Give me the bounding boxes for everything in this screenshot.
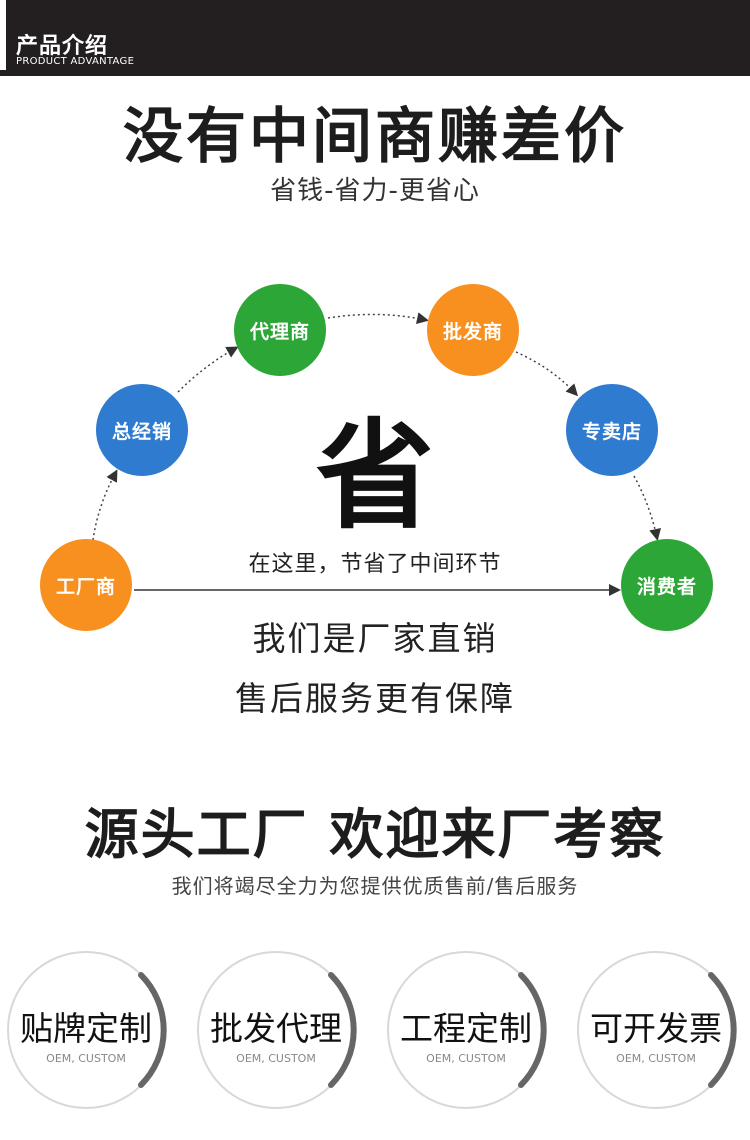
node-factory: 工厂商 bbox=[40, 539, 132, 631]
connector-agent-wholesaler bbox=[327, 312, 429, 325]
service-card: 工程定制 OEM, CUSTOM bbox=[384, 948, 548, 1112]
factory-subheadline: 我们将竭尽全力为您提供优质售前/售后服务 bbox=[171, 874, 579, 898]
service-ring-icon bbox=[7, 951, 167, 1109]
header-subtitle: PRODUCT ADVANTAGE bbox=[16, 56, 135, 67]
service-ring-icon bbox=[197, 951, 357, 1109]
benefit-line-1: 我们是厂家直销 bbox=[252, 619, 498, 658]
header-title: 产品介绍 bbox=[16, 34, 109, 59]
factory-headline: 源头工厂 欢迎来厂考察 bbox=[84, 803, 666, 866]
connector-factory-distributor bbox=[92, 469, 118, 541]
service-ring-icon bbox=[387, 951, 547, 1109]
service-card: 贴牌定制 OEM, CUSTOM bbox=[4, 948, 168, 1112]
service-sub: OEM, CUSTOM bbox=[426, 1052, 506, 1065]
service-ring-icon bbox=[577, 951, 737, 1109]
node-wholesaler: 批发商 bbox=[427, 284, 519, 376]
header-bar: 产品介绍 PRODUCT ADVANTAGE bbox=[0, 0, 750, 76]
intro-subheadline: 省钱-省力-更省心 bbox=[270, 176, 480, 206]
node-agent: 代理商 bbox=[234, 284, 326, 376]
service-card: 批发代理 OEM, CUSTOM bbox=[194, 948, 358, 1112]
service-sub: OEM, CUSTOM bbox=[46, 1052, 126, 1065]
service-label: 可开发票 bbox=[590, 1009, 722, 1048]
flow-caption: 在这里，节省了中间环节 bbox=[248, 552, 502, 577]
connector-distributor-agent bbox=[177, 346, 239, 393]
benefit-line-2: 售后服务更有保障 bbox=[235, 679, 515, 718]
service-label: 工程定制 bbox=[400, 1009, 532, 1048]
header-accent-line bbox=[0, 0, 6, 70]
service-sub: OEM, CUSTOM bbox=[616, 1052, 696, 1065]
service-sub: OEM, CUSTOM bbox=[236, 1052, 316, 1065]
node-general-distributor: 总经销 bbox=[96, 384, 188, 476]
service-label: 贴牌定制 bbox=[20, 1009, 152, 1048]
service-card: 可开发票 OEM, CUSTOM bbox=[574, 948, 738, 1112]
intro-headline: 没有中间商赚差价 bbox=[123, 102, 627, 172]
center-save-char: 省 bbox=[315, 407, 434, 545]
connector-store-consumer bbox=[633, 475, 662, 541]
node-store: 专卖店 bbox=[566, 384, 658, 476]
flow-connectors bbox=[92, 312, 662, 596]
node-consumer: 消费者 bbox=[621, 539, 713, 631]
service-label: 批发代理 bbox=[210, 1009, 342, 1048]
